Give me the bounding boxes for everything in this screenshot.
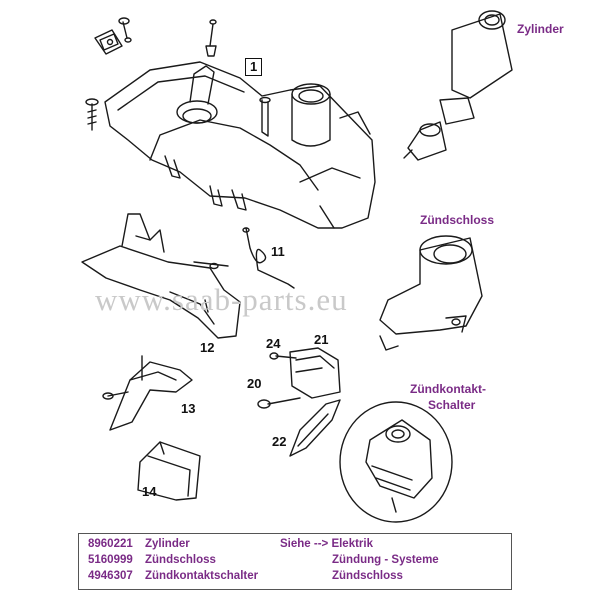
legend-partno-2: 5160999 <box>88 554 133 566</box>
callout-11: 11 <box>271 244 285 259</box>
ignition-switch-drawing <box>339 401 453 523</box>
callout-24: 24 <box>266 336 281 351</box>
legend-name-1: Zylinder <box>145 538 190 550</box>
legend-ref-3: Zündschloss <box>332 570 403 582</box>
lock-mechanism-cluster <box>257 347 341 457</box>
callout-13: 13 <box>181 401 196 416</box>
label-zuendkontakt-line2: Schalter <box>428 398 476 412</box>
lever-13 <box>102 355 193 431</box>
ignition-lock-drawing <box>379 235 483 351</box>
slide-14 <box>137 441 201 501</box>
clip-and-screws <box>85 17 217 131</box>
legend-partno-3: 4946307 <box>88 570 133 582</box>
steering-lock-housing <box>104 61 376 229</box>
legend-ref-1: Siehe --> Elektrik <box>280 538 373 550</box>
parts-legend: 8960221 Zylinder Siehe --> Elektrik 5160… <box>78 533 512 590</box>
watermark: www.saab-parts.eu <box>95 282 348 317</box>
callout-21: 21 <box>314 332 329 347</box>
bracket-12 <box>81 213 241 339</box>
legend-name-2: Zündschloss <box>145 554 216 566</box>
legend-partno-1: 8960221 <box>88 538 133 550</box>
callout-14: 14 <box>142 484 157 499</box>
label-zylinder: Zylinder <box>517 22 564 36</box>
callout-20: 20 <box>247 376 262 391</box>
callout-22: 22 <box>272 434 287 449</box>
legend-ref-2: Zündung - Systeme <box>332 554 439 566</box>
wire-clip-11 <box>245 227 295 289</box>
label-zuendschloss: Zündschloss <box>420 213 495 227</box>
cylinder-drawing <box>403 10 513 161</box>
label-zuendkontakt-line1: Zündkontakt- <box>410 382 486 396</box>
legend-name-3: Zündkontaktschalter <box>145 570 259 582</box>
callout-12: 12 <box>200 340 215 355</box>
callout-1: 1 <box>245 58 263 76</box>
